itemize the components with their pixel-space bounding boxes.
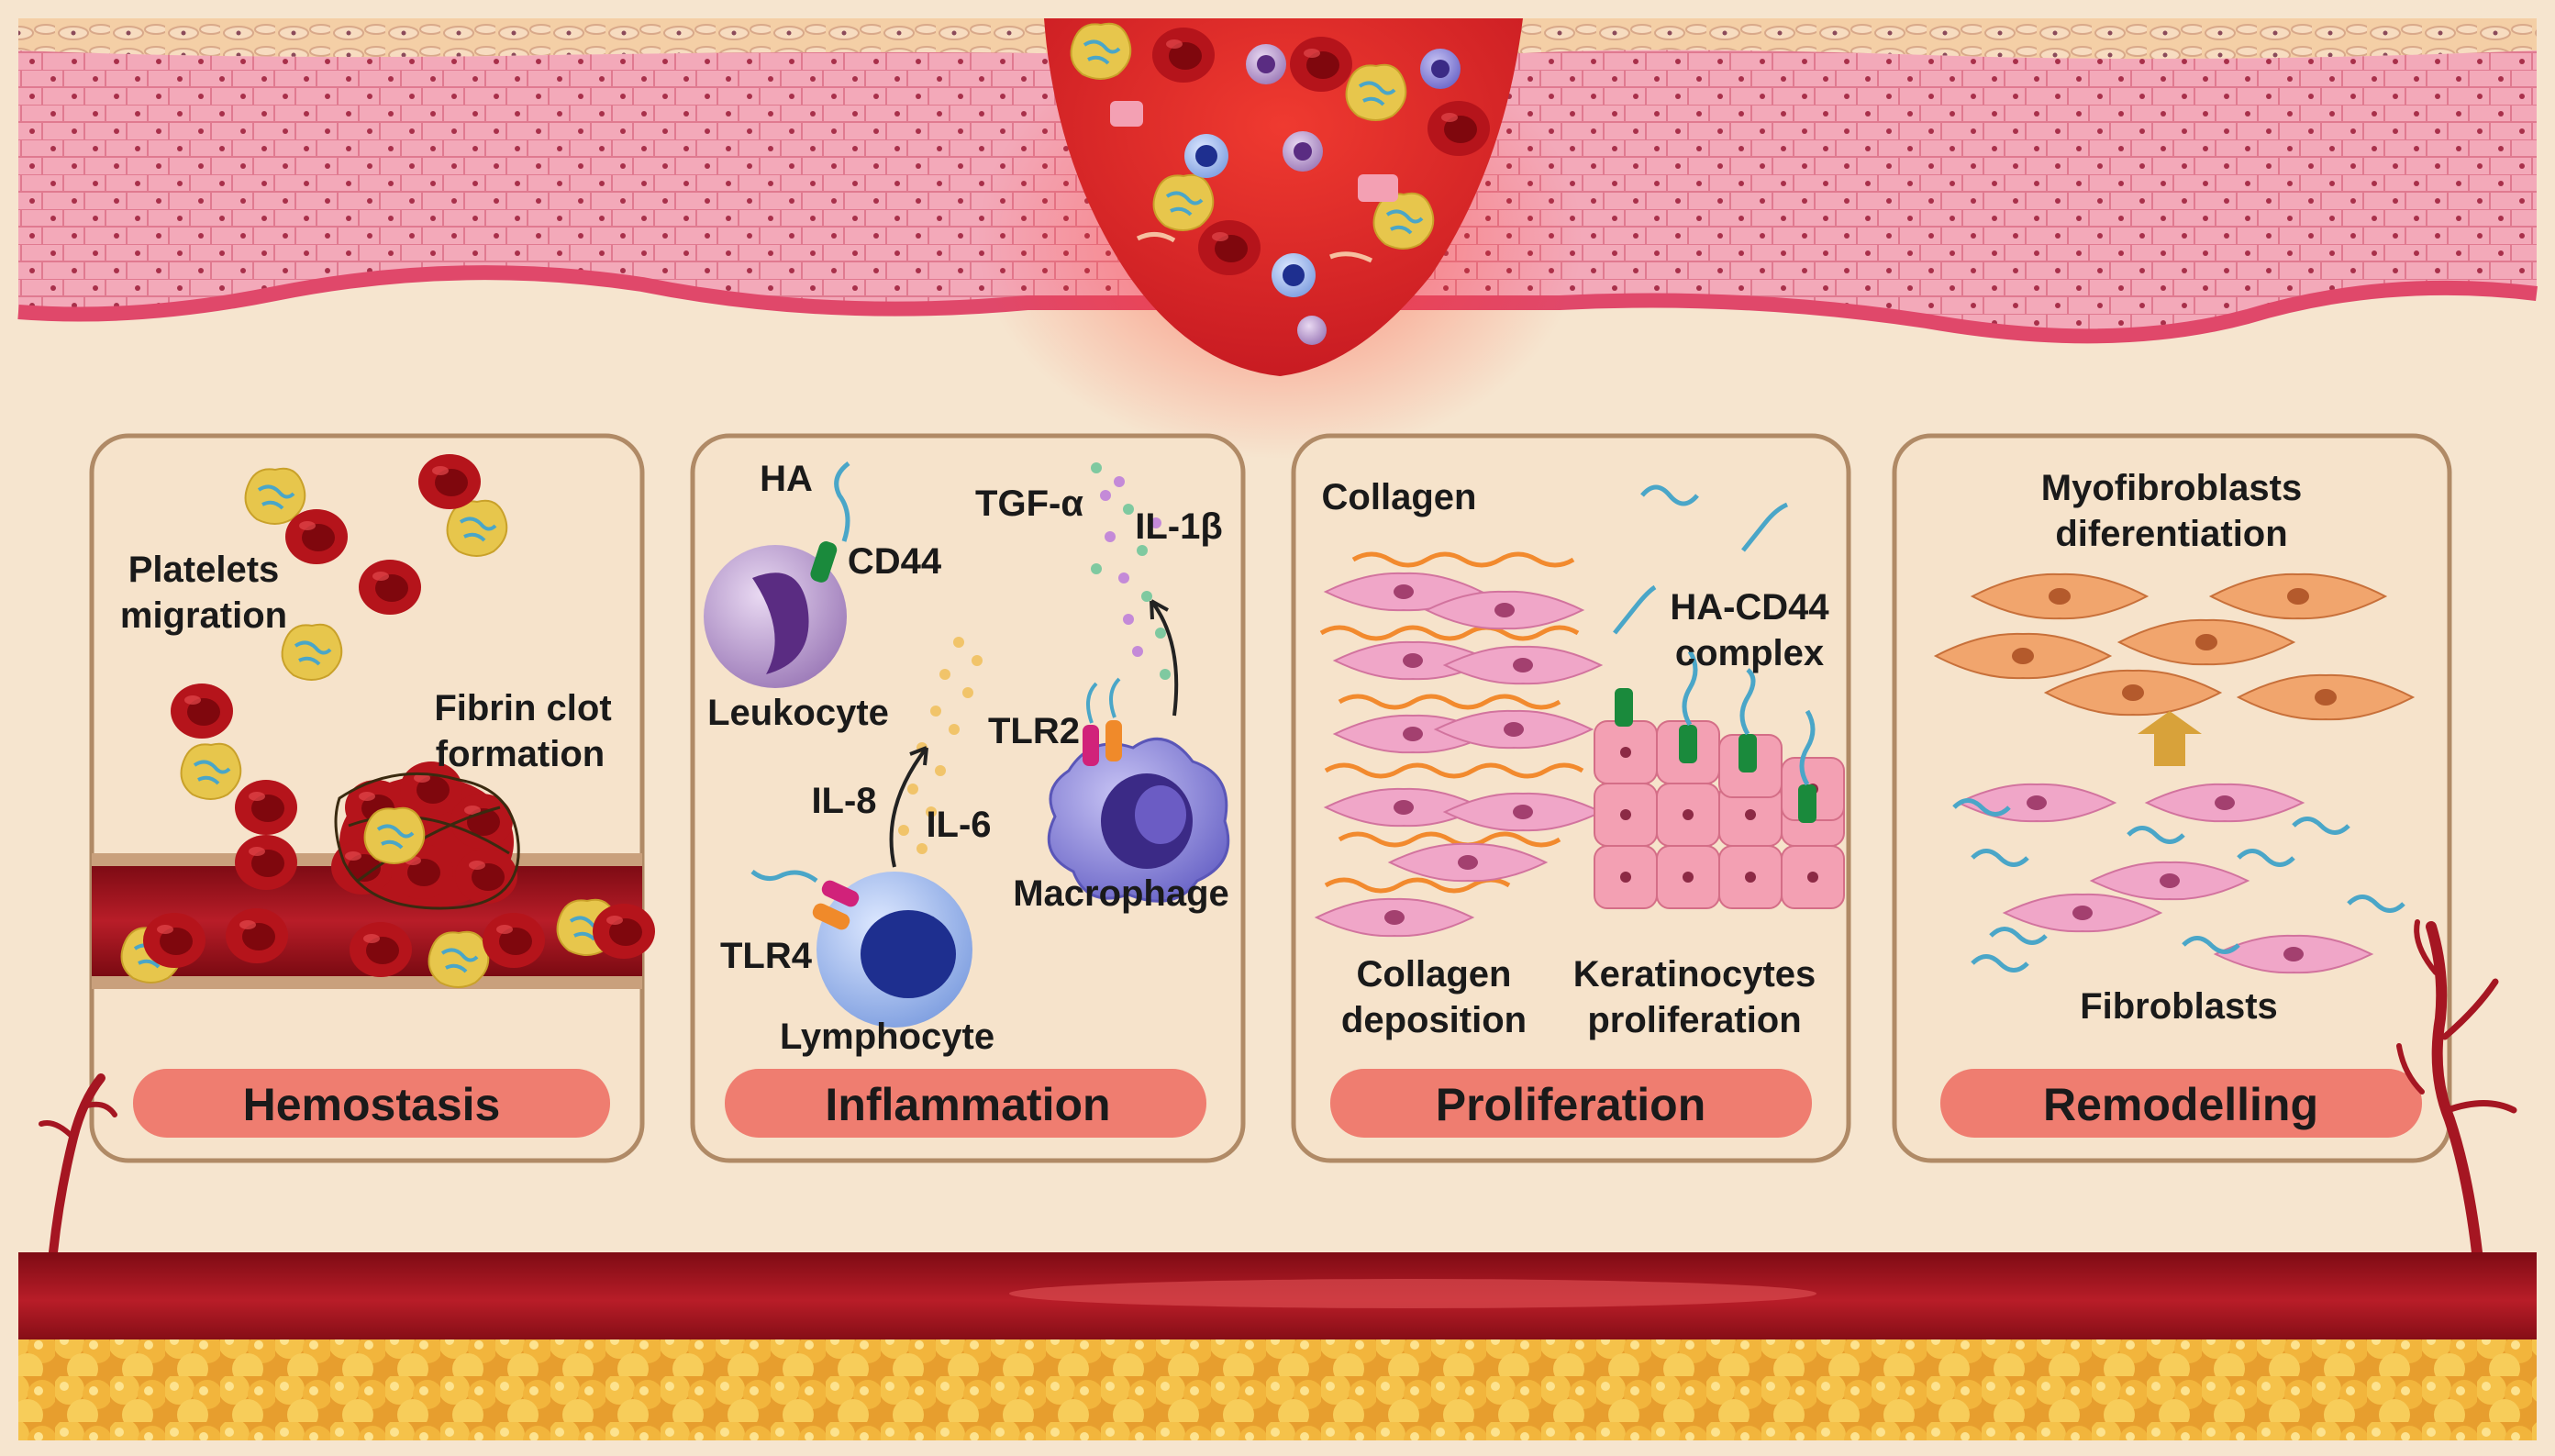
stage-pill-proliferation bbox=[1330, 1069, 1812, 1138]
leukocyte-cell bbox=[704, 461, 850, 688]
cytokine-dots bbox=[898, 462, 1171, 854]
label-myofibroblasts: Myofibroblasts bbox=[2041, 468, 2302, 508]
subcutaneous-fat bbox=[18, 1339, 2537, 1440]
stage-label-hemostasis: Hemostasis bbox=[243, 1079, 501, 1130]
label-ha: HA bbox=[760, 459, 813, 499]
capillary-left bbox=[39, 1073, 117, 1257]
stage-label-inflammation: Inflammation bbox=[825, 1079, 1110, 1130]
label-keratinocytes: Keratinocytes bbox=[1573, 954, 1816, 995]
label-collagen: Collagen bbox=[1322, 477, 1477, 517]
subdermal-blood-vessel bbox=[18, 1252, 2537, 1349]
label-tlr4: TLR4 bbox=[720, 936, 813, 976]
label-collagen-deposition-2: deposition bbox=[1341, 1000, 1527, 1040]
collagen-fibers bbox=[1319, 551, 1584, 894]
keratinocyte-block bbox=[1594, 650, 1845, 909]
stage-pill-remodelling bbox=[1940, 1069, 2422, 1138]
wound-site bbox=[977, 18, 1583, 459]
arrow-macrophage-cytokines bbox=[1150, 599, 1179, 717]
stage-label-remodelling: Remodelling bbox=[2043, 1079, 2318, 1130]
label-il-1beta: IL-1β bbox=[1135, 506, 1223, 547]
ha-strands bbox=[1952, 798, 2405, 973]
label-diferentiation: diferentiation bbox=[2055, 514, 2287, 554]
label-collagen-deposition-1: Collagen bbox=[1357, 954, 1512, 995]
panel-inflammation: Inflammation HA CD44 Leukocyte TGF-α IL-… bbox=[690, 433, 1246, 1163]
capillary-right bbox=[2396, 919, 2517, 1258]
label-migration: migration bbox=[120, 595, 287, 636]
stage-label-proliferation: Proliferation bbox=[1436, 1079, 1705, 1130]
label-proliferation: proliferation bbox=[1587, 1000, 1801, 1040]
label-fibrin-clot: Fibrin clot bbox=[434, 688, 611, 728]
panel-remodelling: Remodelling Myofibroblasts diferentiatio… bbox=[1892, 433, 2452, 1163]
panel-hemostasis: Hemostasis Platelets migration Fibrin cl… bbox=[89, 433, 655, 1163]
label-complex: complex bbox=[1675, 633, 1824, 673]
label-platelets: Platelets bbox=[128, 550, 280, 590]
label-cd44: CD44 bbox=[848, 541, 942, 582]
label-ha-cd44: HA-CD44 bbox=[1670, 587, 1829, 628]
panel-proliferation: Proliferation Collagen HA-CD44 complex C… bbox=[1291, 433, 1851, 1163]
label-leukocyte: Leukocyte bbox=[707, 693, 889, 733]
lymphocyte-cell bbox=[750, 869, 972, 1028]
stage-pill-inflammation bbox=[725, 1069, 1206, 1138]
label-il-8: IL-8 bbox=[811, 781, 876, 821]
arrow-lymphocyte-cytokines bbox=[889, 746, 928, 868]
label-macrophage: Macrophage bbox=[1013, 873, 1229, 914]
fibrin-clot bbox=[331, 761, 520, 910]
label-il-6: IL-6 bbox=[926, 805, 991, 845]
differentiation-arrow bbox=[2138, 711, 2202, 766]
label-tlr2: TLR2 bbox=[988, 711, 1080, 751]
macrophage-cell bbox=[1047, 677, 1230, 903]
label-lymphocyte: Lymphocyte bbox=[780, 1017, 994, 1057]
label-tgf-alpha: TGF-α bbox=[975, 483, 1083, 524]
label-formation: formation bbox=[436, 734, 605, 774]
stage-pill-hemostasis bbox=[133, 1069, 610, 1138]
label-fibroblasts: Fibroblasts bbox=[2080, 986, 2278, 1027]
